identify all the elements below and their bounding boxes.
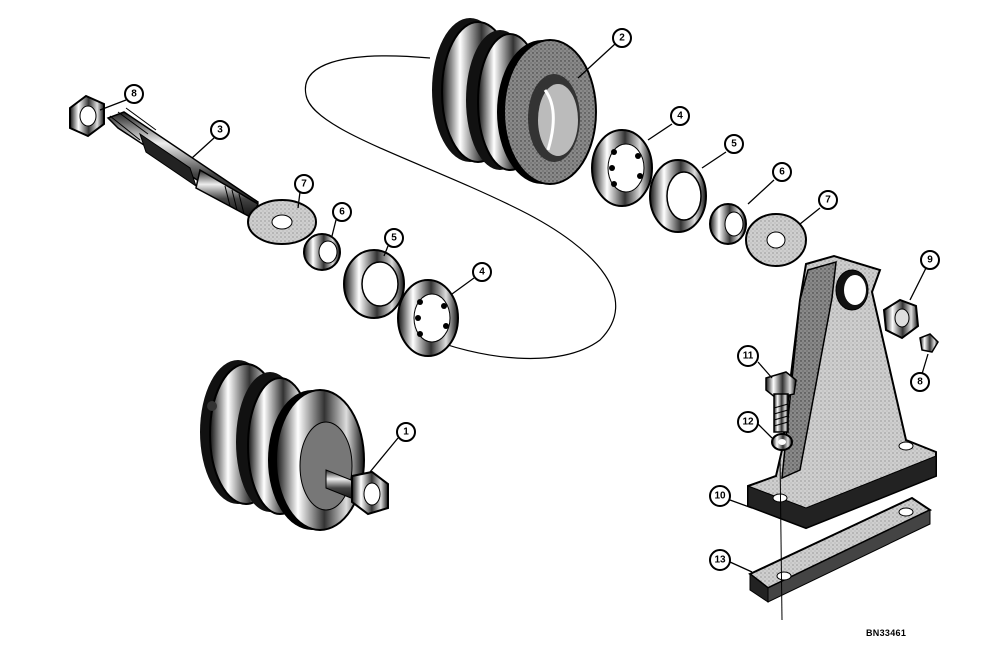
callout-label: 6	[779, 167, 785, 178]
spacer-plate	[748, 496, 933, 603]
mounting-bracket	[747, 254, 937, 530]
callout-6-left: 6	[332, 202, 352, 222]
cap-screw	[765, 371, 797, 433]
ball-bearing-left	[397, 279, 459, 357]
bolt-alignment-line	[779, 455, 783, 621]
callout-7-right: 7	[818, 190, 838, 210]
callout-label: 6	[339, 207, 345, 218]
callout-5-left: 5	[384, 228, 404, 248]
spacer-right	[709, 203, 747, 245]
hex-nut-right	[882, 298, 920, 340]
callout-label: 7	[825, 195, 831, 206]
callout-label: 8	[917, 377, 923, 388]
callout-4-left: 4	[472, 262, 492, 282]
assembly-outline	[304, 55, 617, 360]
callout-label: 4	[677, 111, 683, 122]
reference-code: BN33461	[866, 628, 907, 638]
callout-label: 5	[731, 139, 737, 150]
callout-12: 12	[737, 411, 759, 433]
lube-fitting	[919, 333, 939, 353]
callout-6-right: 6	[772, 162, 792, 182]
callout-label: 2	[619, 33, 625, 44]
callout-label: 13	[714, 555, 726, 566]
callout-label: 4	[479, 267, 485, 278]
callout-8-left: 8	[124, 84, 144, 104]
roller-shaft	[106, 107, 259, 220]
callout-label: 7	[301, 179, 307, 190]
assembled-roller	[200, 360, 389, 531]
lock-washer	[771, 433, 793, 451]
callout-3: 3	[210, 120, 230, 140]
callout-1: 1	[396, 422, 416, 442]
callout-label: 12	[742, 417, 754, 428]
callout-11: 11	[737, 345, 759, 367]
hex-nut-left	[69, 94, 105, 138]
callout-label: 5	[391, 233, 397, 244]
callout-label: 11	[743, 351, 754, 362]
bearing-cup-right	[649, 159, 707, 233]
callout-2: 2	[612, 28, 632, 48]
callout-7-left: 7	[294, 174, 314, 194]
washer-left	[247, 199, 317, 245]
bearing-cup-left	[343, 249, 405, 319]
callout-label: 1	[403, 427, 409, 438]
callout-label: 3	[217, 125, 223, 136]
callout-label: 8	[131, 89, 137, 100]
leader-lines	[99, 43, 929, 573]
washer-right	[745, 213, 807, 267]
callout-5-right: 5	[724, 134, 744, 154]
callout-label: 10	[714, 491, 726, 502]
callout-8-right: 8	[910, 372, 930, 392]
spacer-left	[303, 233, 341, 271]
callout-9: 9	[920, 250, 940, 270]
callout-label: 9	[927, 255, 933, 266]
track-roller-shell	[432, 18, 597, 185]
callout-4-right: 4	[670, 106, 690, 126]
ball-bearing-right	[591, 129, 653, 207]
callout-10: 10	[709, 485, 731, 507]
callout-13: 13	[709, 549, 731, 571]
